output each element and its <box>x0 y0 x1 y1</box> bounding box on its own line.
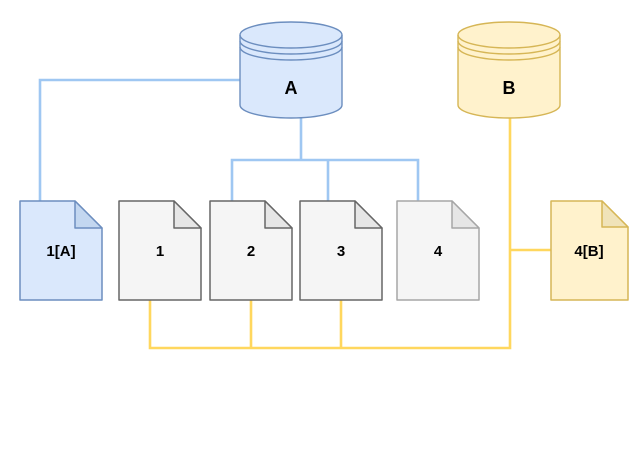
snapshot-4-label: 4 <box>434 243 443 260</box>
snapshot-1a-document: 1[A] <box>19 200 103 301</box>
snapshot-1-fold-corner <box>173 200 202 229</box>
snapshot-4-document: 4 <box>396 200 480 301</box>
snapshot-2-fold-corner <box>264 200 293 229</box>
snapshot-3-document: 3 <box>299 200 383 301</box>
snapshot-4b-label: 4[B] <box>574 243 603 260</box>
snapshot-2-document: 2 <box>209 200 293 301</box>
volume-b-body <box>457 21 561 119</box>
snapshot-3-label: 3 <box>337 243 345 260</box>
snapshot-1a-fold-corner <box>74 200 103 229</box>
snapshot-3-fold-corner <box>354 200 383 229</box>
volume-a-cylinder: A <box>239 21 343 119</box>
snapshot-4-fold-corner <box>451 200 480 229</box>
snapshot-4b-document: 4[B] <box>550 200 629 301</box>
snapshot-2-label: 2 <box>247 243 255 260</box>
volume-b-rings <box>457 34 561 61</box>
volume-a-rings <box>239 34 343 61</box>
snapshot-1a-label: 1[A] <box>46 243 75 260</box>
volume-b-cylinder: B <box>457 21 561 119</box>
snapshot-4b-fold-corner <box>601 200 629 228</box>
connector-b-stem-bus-to-snapshot-1 <box>148 117 512 350</box>
snapshot-1-label: 1 <box>156 243 164 260</box>
volume-b-label: B <box>503 78 516 98</box>
connector-a-branch-to-snapshots-2-and-4 <box>230 158 420 202</box>
volume-a-label: A <box>285 78 298 98</box>
connector-layer <box>38 78 551 350</box>
snapshot-1-document: 1 <box>118 200 202 301</box>
volume-a-body <box>239 21 343 119</box>
connector-a-to-snapshot-1a <box>38 78 240 202</box>
